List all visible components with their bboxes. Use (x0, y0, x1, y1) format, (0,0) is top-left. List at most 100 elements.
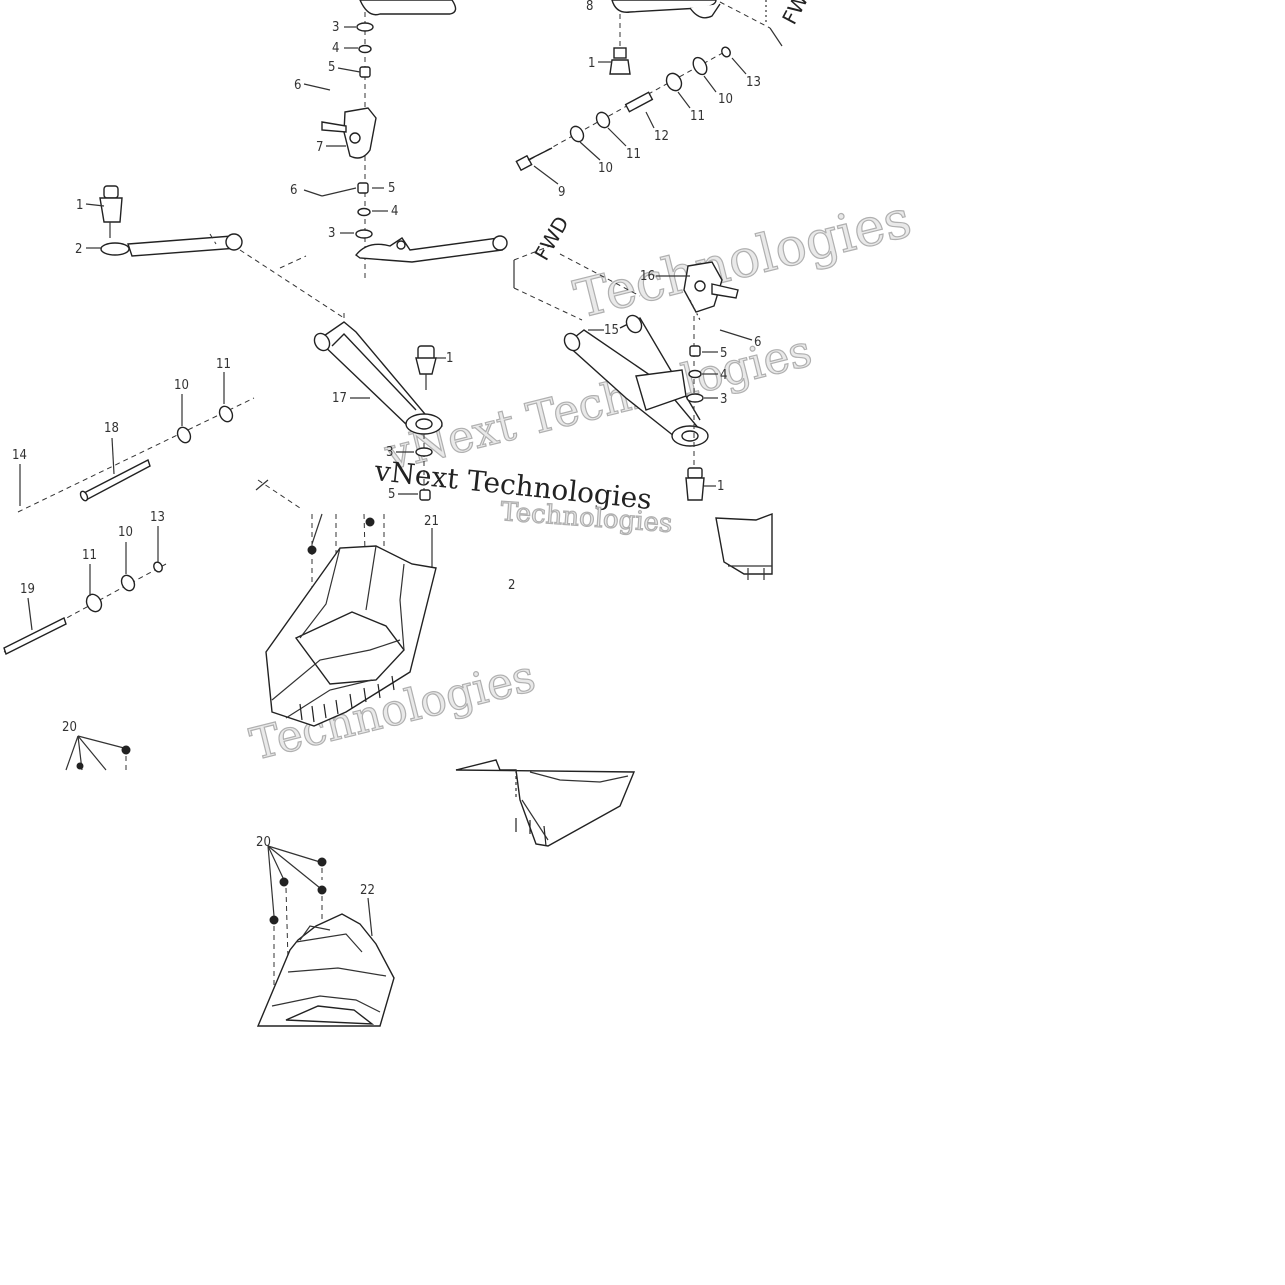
callout: 17 (332, 391, 347, 406)
fastener (307, 545, 317, 555)
callout: 4 (332, 41, 339, 56)
callout: 10 (598, 161, 613, 176)
callout: 6 (290, 183, 297, 198)
callout: 11 (216, 357, 231, 372)
callout: 15 (604, 323, 619, 338)
fasteners-20-upper (65, 735, 131, 771)
callout: 21 (424, 514, 439, 529)
callout: 19 (20, 582, 35, 597)
arm-bushing (563, 332, 581, 352)
washer (356, 22, 374, 32)
dashed-axis (513, 287, 583, 321)
arm-bushing (225, 233, 243, 251)
fastener (365, 517, 375, 527)
callout: 3 (720, 392, 727, 407)
pivot-shaft (3, 617, 67, 655)
fastener (317, 885, 327, 895)
callout: 10 (174, 378, 189, 393)
washer (569, 125, 585, 143)
arm-bushing (313, 332, 331, 352)
center-arm-fragment (279, 235, 508, 269)
callout: 6 (754, 335, 761, 350)
ball-joint-top (613, 47, 627, 59)
a-arm-plate (635, 369, 687, 411)
callout: 1 (717, 479, 724, 494)
ball-joint-top (103, 185, 119, 199)
callout: 4 (391, 204, 398, 219)
washer (355, 229, 373, 239)
callout: 13 (746, 75, 761, 90)
callout: 10 (118, 525, 133, 540)
upper-right-assembly: FWD (515, 0, 820, 185)
callout: 13 (150, 510, 165, 525)
callout: 6 (294, 78, 301, 93)
callout: 16 (640, 269, 655, 284)
callout: 7 (316, 140, 323, 155)
arm-bushing (689, 3, 721, 19)
callout: 5 (388, 181, 395, 196)
skid-plate-recess (285, 1005, 375, 1025)
fwd-label: FWD (530, 212, 574, 264)
fastener (269, 915, 279, 925)
dashed-axis (239, 249, 345, 319)
upper-arm-fragment (359, 0, 457, 16)
callout: 1 (76, 198, 83, 213)
callout: 9 (558, 185, 565, 200)
left-arm-assembly (85, 185, 345, 319)
dashed-axis (719, 1, 771, 29)
nut (689, 345, 701, 357)
callout: 12 (654, 129, 669, 144)
callout: 2 (508, 578, 515, 593)
callout: 8 (586, 0, 593, 14)
washer (357, 207, 371, 217)
fwd-label: FWD (777, 0, 820, 28)
washer (176, 426, 192, 444)
skid-plate-fragment-mid (455, 759, 636, 847)
callout: 10 (718, 92, 733, 107)
washer (120, 574, 136, 592)
fastener (279, 877, 289, 887)
bushing (665, 72, 683, 92)
skid-plate (256, 913, 395, 1027)
bushing (218, 405, 234, 423)
sleeve (624, 91, 654, 113)
washer (415, 447, 433, 457)
fwd-arrow (769, 27, 783, 47)
callout: 3 (332, 20, 339, 35)
callout: 1 (588, 56, 595, 71)
callout: 20 (62, 720, 77, 735)
a-arm-inner (331, 332, 417, 411)
nut (359, 66, 371, 78)
ball-joint-body (415, 357, 437, 375)
skid-plate-fragment (715, 512, 773, 575)
ball-joint-plate (100, 242, 130, 256)
ball-joint-body (685, 477, 705, 501)
dashed-axis (559, 253, 641, 297)
callout: 4 (720, 368, 727, 383)
pivot-shaft (80, 459, 151, 501)
dashed-axis (17, 397, 255, 513)
ball-joint-body (99, 197, 123, 223)
ball-joint-hole (415, 418, 433, 430)
callout: 1 (446, 351, 453, 366)
knuckle-hole (349, 132, 361, 144)
ball-joint-body (609, 59, 631, 75)
right-a-arm-assembly: FWD (513, 212, 753, 501)
washer (692, 56, 708, 76)
fastener (121, 745, 131, 755)
washer (358, 44, 372, 54)
callout: 20 (256, 835, 271, 850)
fastener (317, 857, 327, 867)
callout: 5 (720, 346, 727, 361)
callout-labels: 8 3 4 5 6 7 6 5 4 3 1 13 10 11 12 11 10 … (12, 0, 761, 898)
right-guard-fragment (715, 512, 773, 580)
callout: 11 (82, 548, 97, 563)
callout: 18 (104, 421, 119, 436)
bolt-head (515, 154, 533, 172)
callout: 3 (386, 445, 393, 460)
nut (721, 46, 731, 58)
skid-plate-22 (256, 845, 395, 1027)
skid-plate-21 (255, 479, 437, 727)
